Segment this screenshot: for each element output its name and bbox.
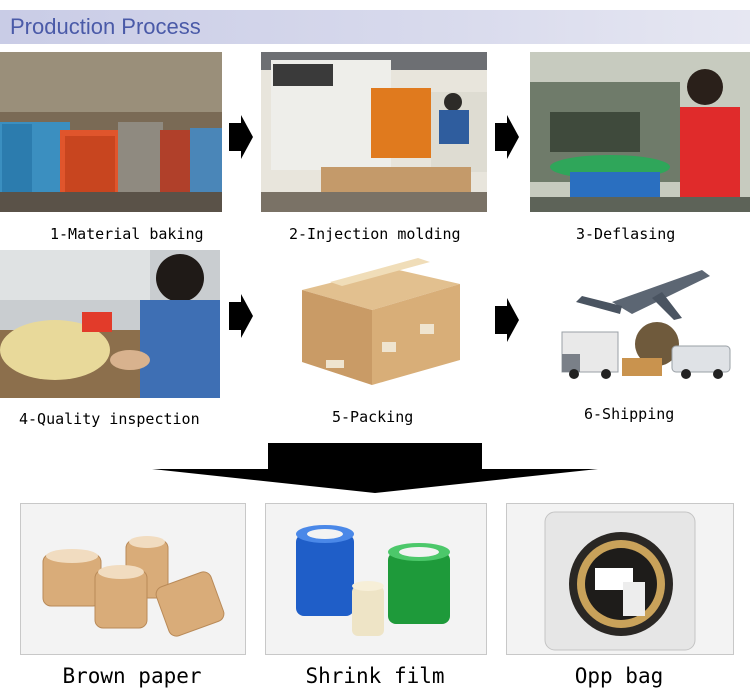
section-header: Production Process (0, 10, 750, 44)
step-label-3: 3-Deflasing (576, 225, 676, 243)
packaging-label-1: Brown paper (62, 664, 202, 688)
step-label-4: 4-Quality inspection (19, 410, 200, 428)
step-label-2: 2-Injection molding (289, 225, 461, 243)
packing-box-photo (290, 250, 470, 400)
opp-bag-seal-photo (506, 503, 734, 655)
arrow-right-icon (229, 294, 253, 338)
step-label-6: 6-Shipping (584, 405, 675, 423)
deflasing-photo (530, 52, 750, 212)
packaging-label-3: Opp bag (574, 664, 664, 688)
injection-molding-photo (261, 52, 487, 212)
material-baking-photo (0, 52, 222, 212)
arrow-right-icon (495, 115, 519, 159)
quality-inspection-photo (0, 250, 220, 398)
arrow-down-icon (152, 443, 598, 493)
packaging-label-2: Shrink film (305, 664, 445, 688)
step-label-5: 5-Packing (332, 408, 414, 426)
arrow-right-icon (229, 115, 253, 159)
shipping-photo (552, 262, 737, 388)
step-label-1: 1-Material baking (50, 225, 204, 243)
page-title: Production Process (10, 14, 201, 39)
brown-paper-seals-photo (20, 503, 246, 655)
arrow-right-icon (495, 298, 519, 342)
shrink-film-seals-photo (265, 503, 487, 655)
